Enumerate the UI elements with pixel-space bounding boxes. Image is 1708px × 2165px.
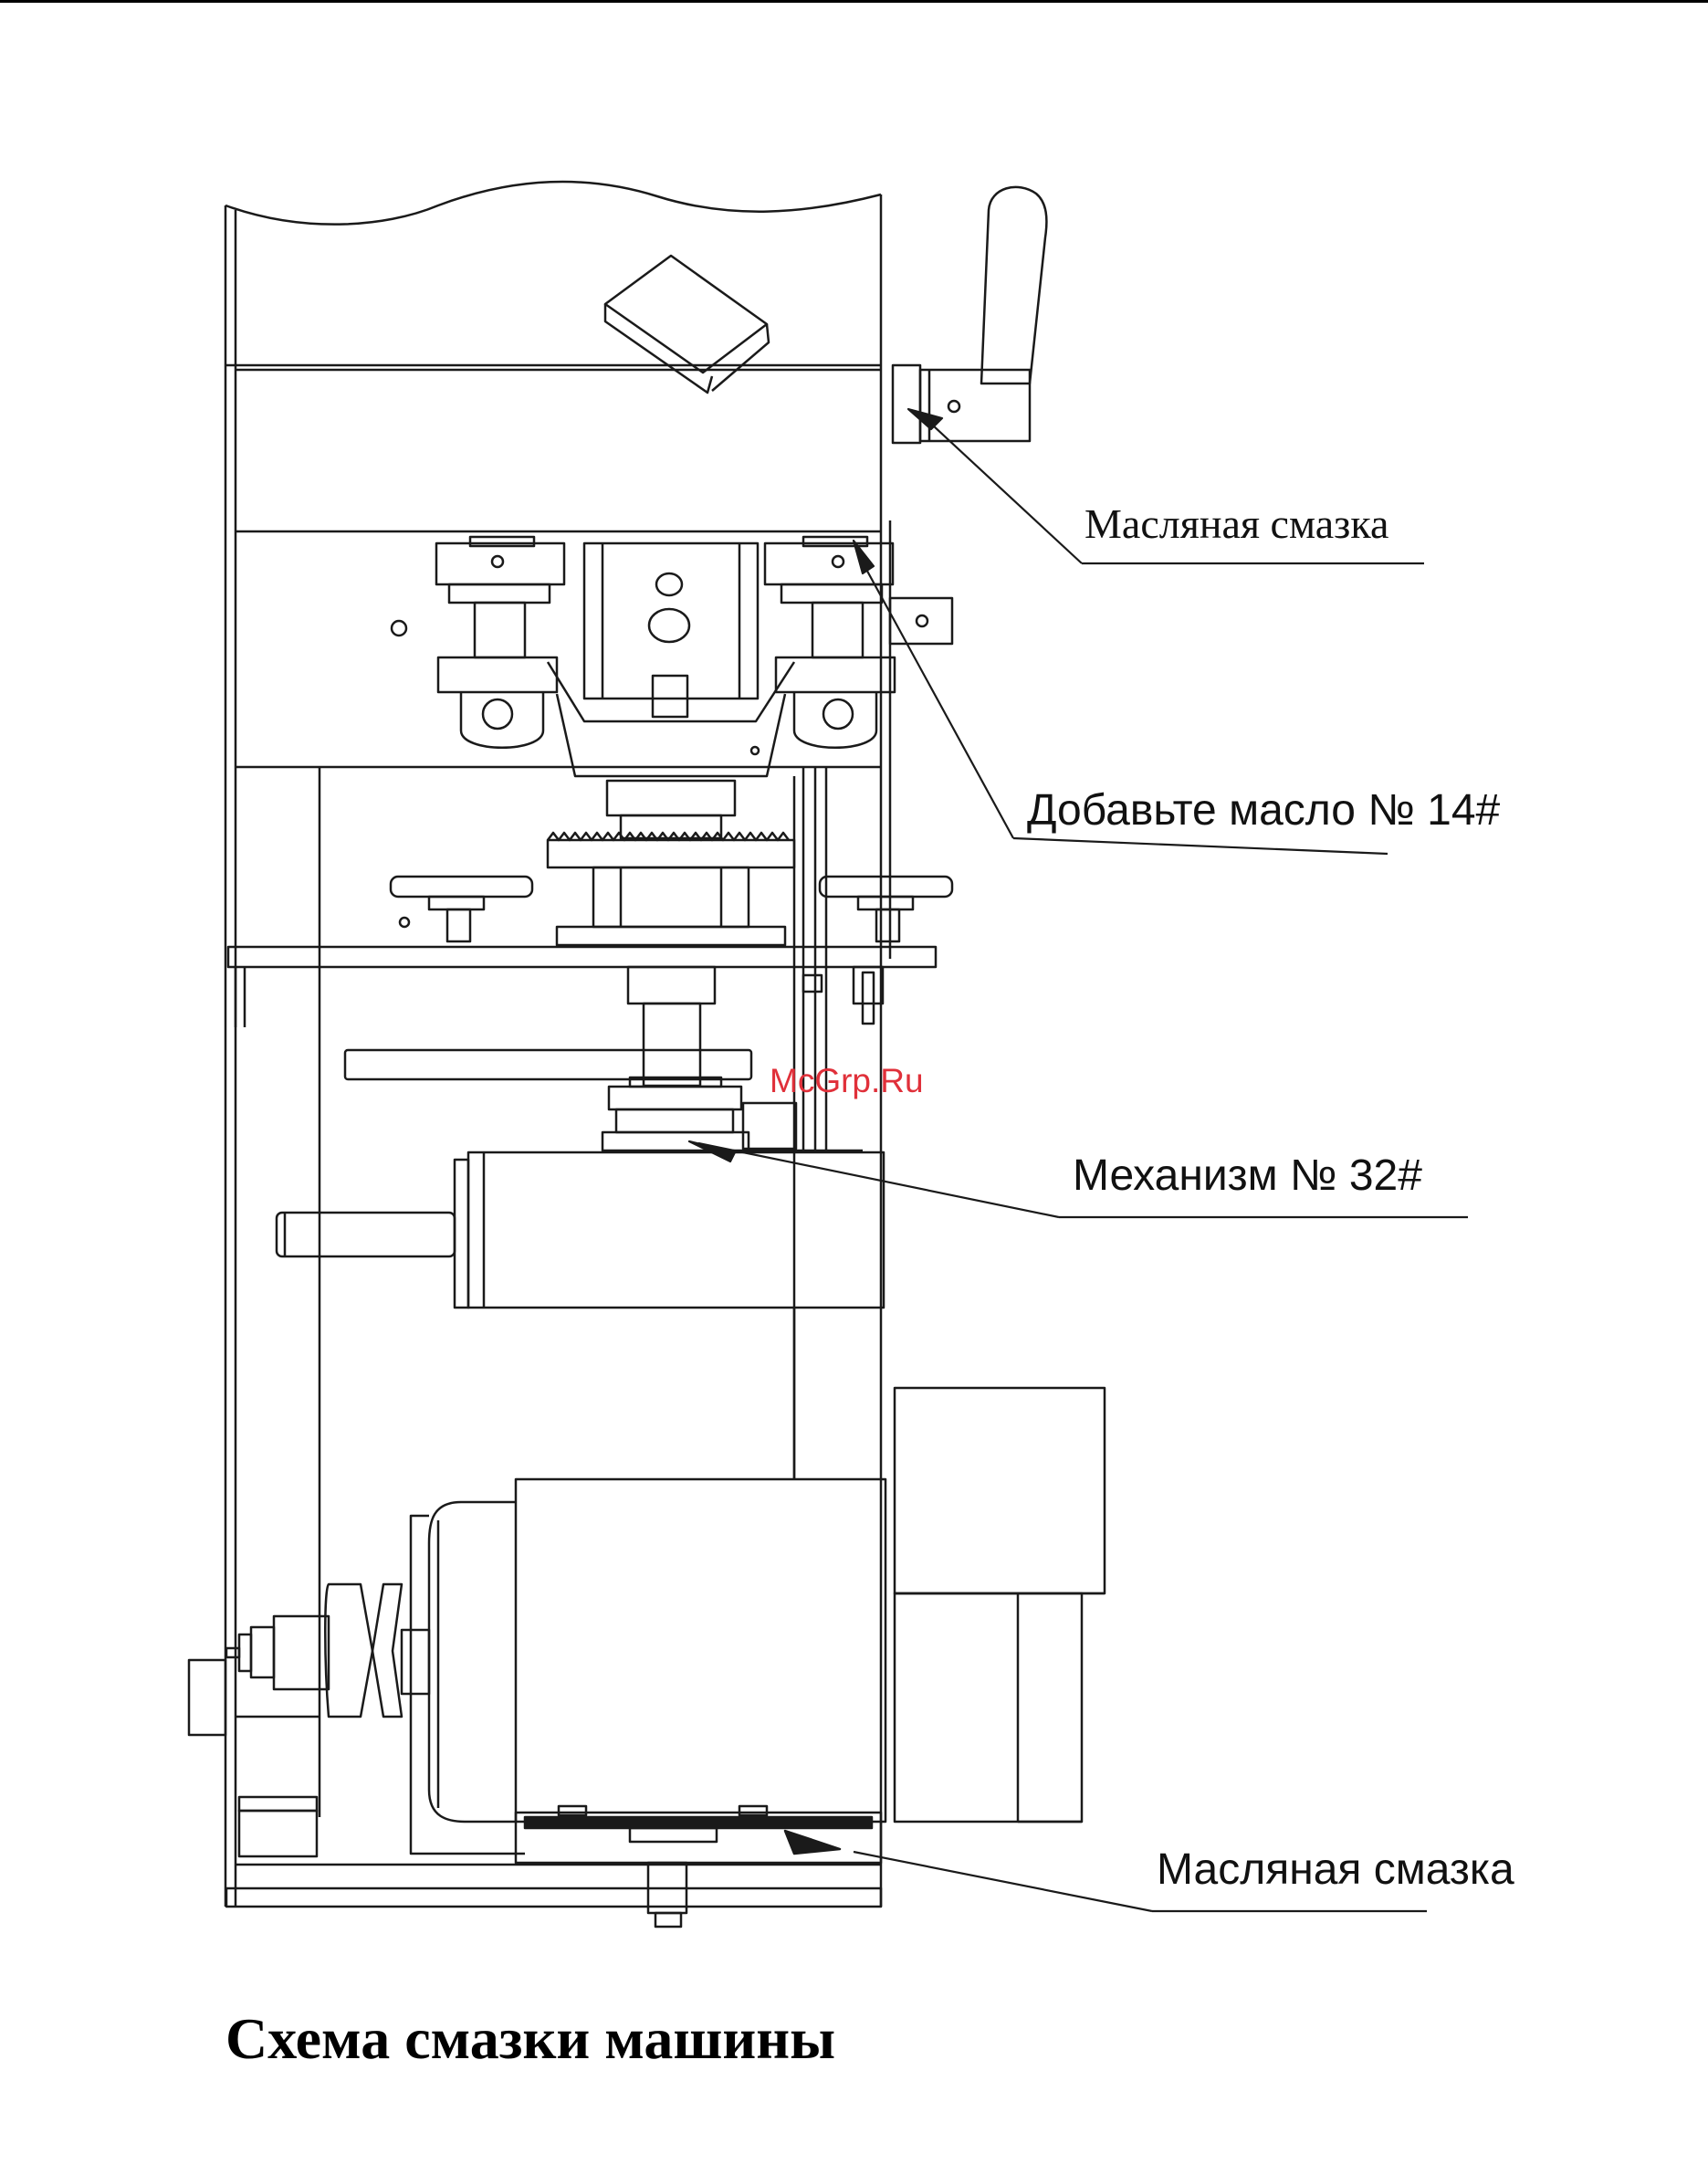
- mechanism: [277, 967, 884, 1479]
- callout-mechanism: Механизм № 32#: [1073, 1151, 1422, 1201]
- motor-assembly: [189, 1388, 1105, 1927]
- callout-oil-lubrication-bottom: Масляная смазка: [1157, 1844, 1514, 1895]
- feed-chute: [605, 256, 769, 393]
- gear-section: [320, 767, 952, 1817]
- callout-add-oil: Добавьте масло № 14#: [1027, 785, 1500, 836]
- mid-plate: [228, 947, 936, 1027]
- watermark: McGrp.Ru: [770, 1062, 924, 1100]
- roller-section: [236, 531, 952, 776]
- callout-oil-lubrication-top: Масляная смазка: [1085, 499, 1388, 548]
- figure-caption: Схема смазки машины: [225, 2005, 835, 2073]
- handle: [893, 187, 1046, 443]
